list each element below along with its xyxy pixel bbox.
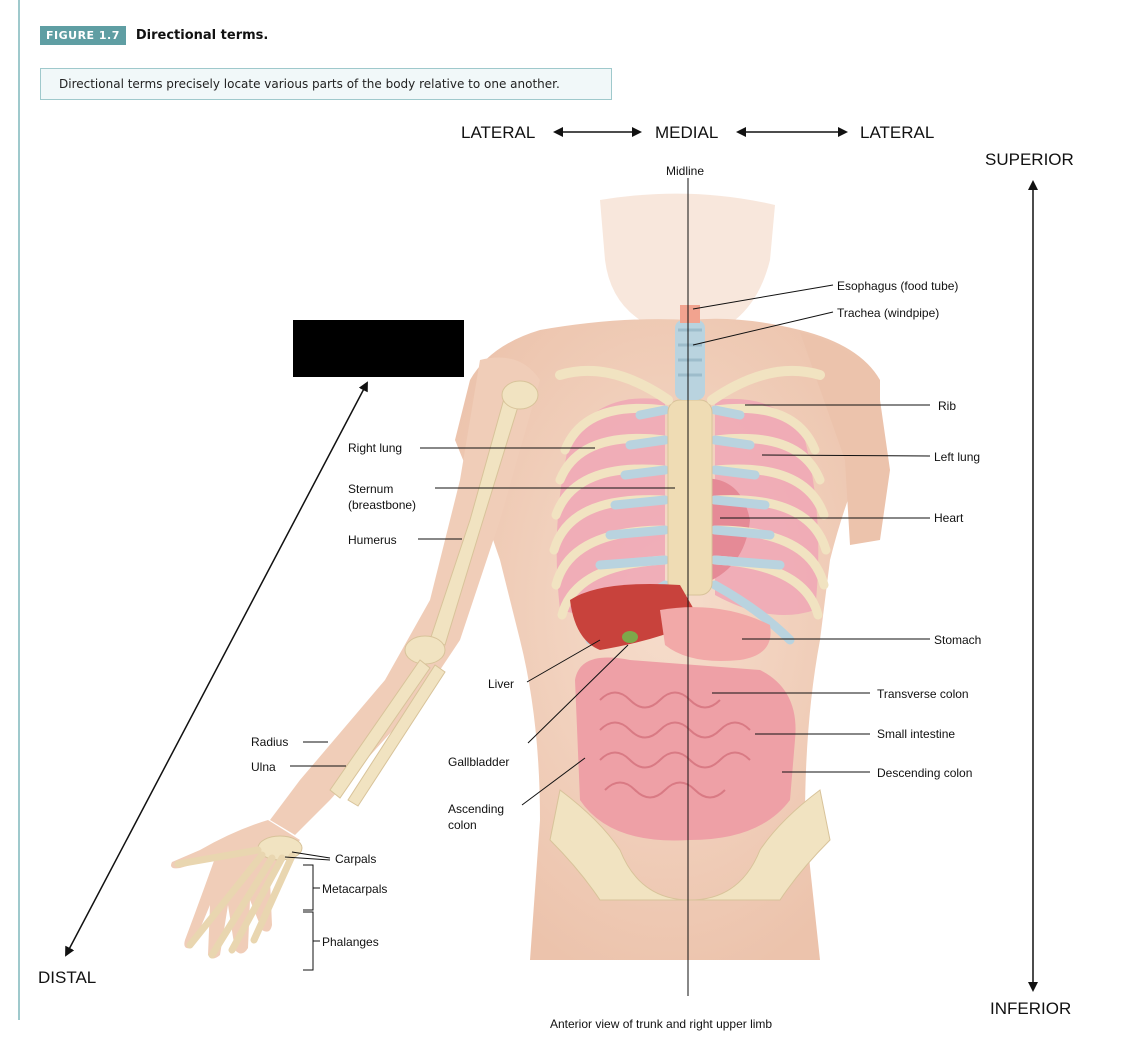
redaction-box	[293, 320, 464, 377]
radius-label: Radius	[251, 735, 288, 749]
small-intestine-label: Small intestine	[877, 727, 955, 741]
distal-label: DISTAL	[38, 968, 96, 988]
sternum-shape	[668, 400, 712, 595]
breastbone-label: (breastbone)	[348, 498, 416, 512]
right-lung-label: Right lung	[348, 441, 402, 455]
midline-label: Midline	[666, 164, 704, 178]
medial-label: MEDIAL	[655, 123, 718, 143]
heart-label: Heart	[934, 511, 963, 525]
inferior-label: INFERIOR	[990, 999, 1071, 1019]
left-lung-label: Left lung	[934, 450, 980, 464]
esophagus-label: Esophagus (food tube)	[837, 279, 958, 293]
gallbladder-label: Gallbladder	[448, 755, 509, 769]
humerus-label: Humerus	[348, 533, 397, 547]
view-caption: Anterior view of trunk and right upper l…	[550, 1017, 772, 1031]
superior-label: SUPERIOR	[985, 150, 1074, 170]
ascending-colon-label-2: colon	[448, 818, 477, 832]
trachea-label: Trachea (windpipe)	[837, 306, 939, 320]
transverse-colon-label: Transverse colon	[877, 687, 969, 701]
phalanges-label: Phalanges	[322, 935, 379, 949]
gallbladder-shape	[622, 631, 638, 643]
ascending-colon-label: Ascending	[448, 802, 504, 816]
ulna-label: Ulna	[251, 760, 276, 774]
sternum-label: Sternum	[348, 482, 393, 496]
descending-colon-label: Descending colon	[877, 766, 972, 780]
metacarpals-label: Metacarpals	[322, 882, 387, 896]
lateral-right-label: LATERAL	[860, 123, 934, 143]
intestines	[575, 658, 796, 841]
lateral-left-label: LATERAL	[461, 123, 535, 143]
carpals-label: Carpals	[335, 852, 376, 866]
stomach-label: Stomach	[934, 633, 981, 647]
liver-label: Liver	[488, 677, 514, 691]
rib-label: Rib	[938, 399, 956, 413]
